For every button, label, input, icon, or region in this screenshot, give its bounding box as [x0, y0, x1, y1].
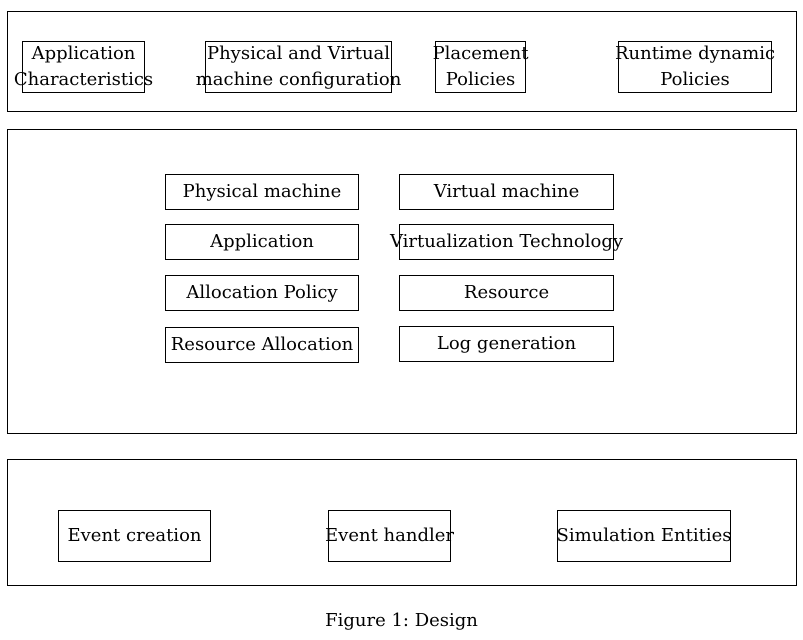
box-line: Policies	[445, 69, 516, 90]
box-line: Characteristics	[13, 69, 154, 90]
box-label: Simulation Entities	[556, 525, 732, 546]
box-label: Application	[210, 231, 314, 252]
figure-caption: Figure 1: Design	[325, 610, 478, 631]
box-label: Resource	[463, 282, 550, 303]
resource-allocation-box: Resource Allocation	[165, 327, 359, 363]
allocation-policy-box: Allocation Policy	[165, 275, 359, 311]
application-characteristics-box: Application Characteristics	[14, 41, 153, 93]
box-line: machine configuration	[195, 69, 402, 90]
machine-configuration-box: Physical and Virtual machine configurati…	[196, 41, 401, 93]
box-label: Allocation Policy	[186, 282, 338, 303]
box-line: Runtime dynamic	[614, 43, 776, 64]
event-creation-box: Event creation	[58, 510, 211, 562]
placement-policies-box: Placement Policies	[432, 41, 529, 93]
virtual-machine-box: Virtual machine	[399, 174, 614, 210]
box-line: Policies	[660, 69, 730, 90]
event-handler-box: Event handler	[325, 510, 454, 562]
runtime-dynamic-policies-box: Runtime dynamic Policies	[614, 41, 776, 93]
box-label: Virtualization Technology	[389, 231, 624, 252]
log-generation-box: Log generation	[399, 326, 614, 362]
box-label: Virtual machine	[433, 181, 580, 202]
physical-machine-box: Physical machine	[165, 174, 359, 210]
resource-box: Resource	[399, 275, 614, 311]
box-line: Application	[31, 43, 136, 64]
simulation-entities-box: Simulation Entities	[556, 510, 732, 562]
box-label: Event handler	[325, 525, 454, 546]
box-label: Resource Allocation	[170, 334, 354, 355]
box-label: Log generation	[436, 333, 577, 354]
box-label: Physical machine	[182, 181, 342, 202]
box-label: Event creation	[67, 525, 202, 546]
application-box: Application	[165, 224, 359, 260]
box-line: Placement	[432, 43, 529, 64]
box-line: Physical and Virtual	[206, 43, 391, 64]
virtualization-technology-box: Virtualization Technology	[390, 224, 623, 260]
